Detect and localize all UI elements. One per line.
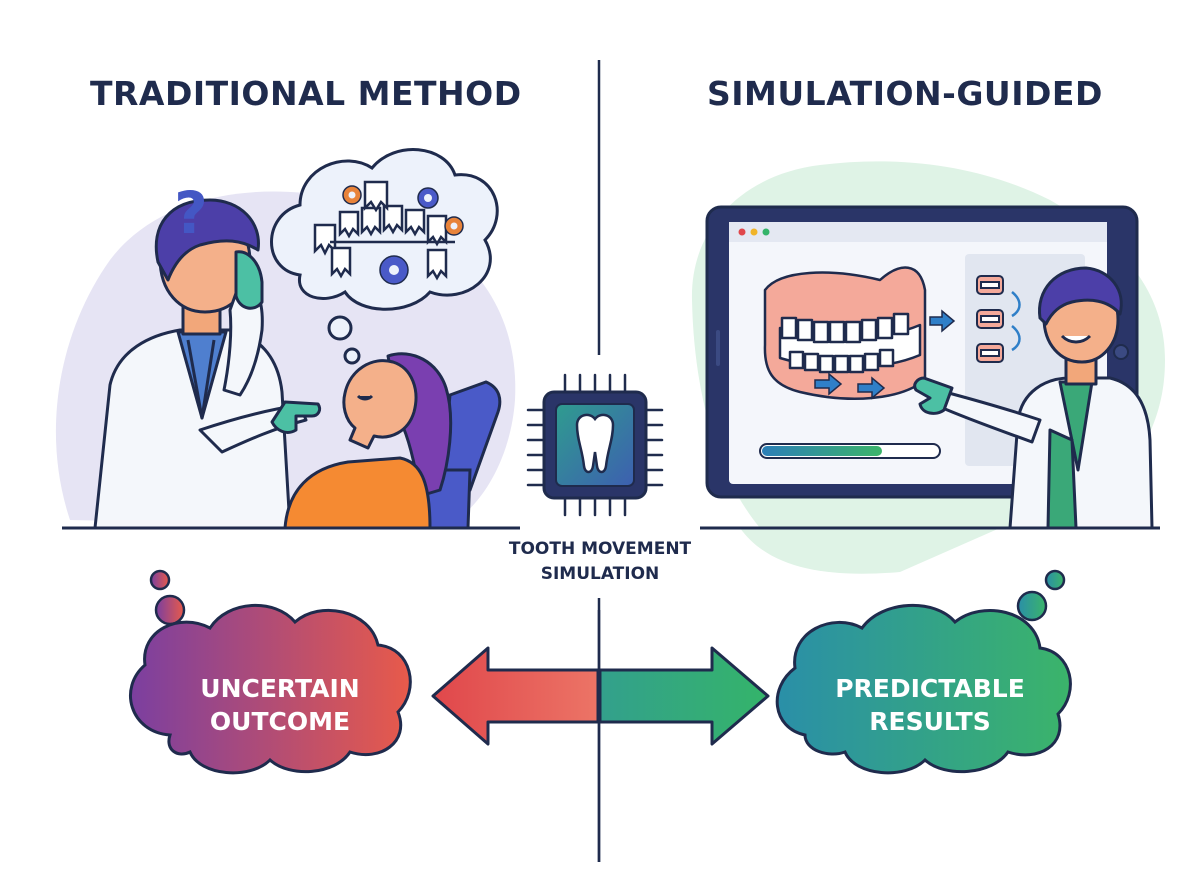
- chip-label-line1: TOOTH MOVEMENT: [508, 539, 692, 559]
- chip-label-line2: SIMULATION: [540, 564, 660, 584]
- simulation-guided-title: SIMULATION-GUIDED: [707, 74, 1103, 113]
- question-mark: ?: [174, 179, 208, 247]
- gear-icon: [342, 185, 464, 236]
- right-arrow-icon: [598, 646, 770, 746]
- movement-arrow-icon: [814, 309, 956, 400]
- dentist-figure: [93, 198, 322, 530]
- tooth-icon: [575, 413, 615, 474]
- predictable-line1: PREDICTABLE: [835, 674, 1025, 703]
- uncertain-line1: UNCERTAIN: [200, 674, 360, 703]
- patient-figure: [283, 352, 453, 530]
- uncertain-outcome-bubble: [129, 569, 412, 775]
- simulation-progress-fill: [762, 446, 882, 456]
- tooth-movement-simulation-label: TOOTH MOVEMENT SIMULATION: [470, 537, 730, 587]
- predictable-line2: RESULTS: [869, 707, 991, 736]
- uncertain-line2: OUTCOME: [209, 707, 351, 736]
- predictable-results-bubble: [775, 569, 1072, 775]
- dentist-figure-right: [913, 266, 1154, 530]
- left-arrow-icon: [431, 646, 600, 746]
- tooth-chip-icon: [526, 373, 664, 517]
- jaw-model: [763, 266, 927, 400]
- traditional-method-title: TRADITIONAL METHOD: [90, 74, 522, 113]
- stage-thumbnails: [976, 275, 1021, 363]
- tooth-icon: [313, 180, 448, 281]
- predictable-results-label: PREDICTABLE RESULTS: [795, 672, 1065, 738]
- uncertain-outcome-label: UNCERTAIN OUTCOME: [160, 672, 400, 738]
